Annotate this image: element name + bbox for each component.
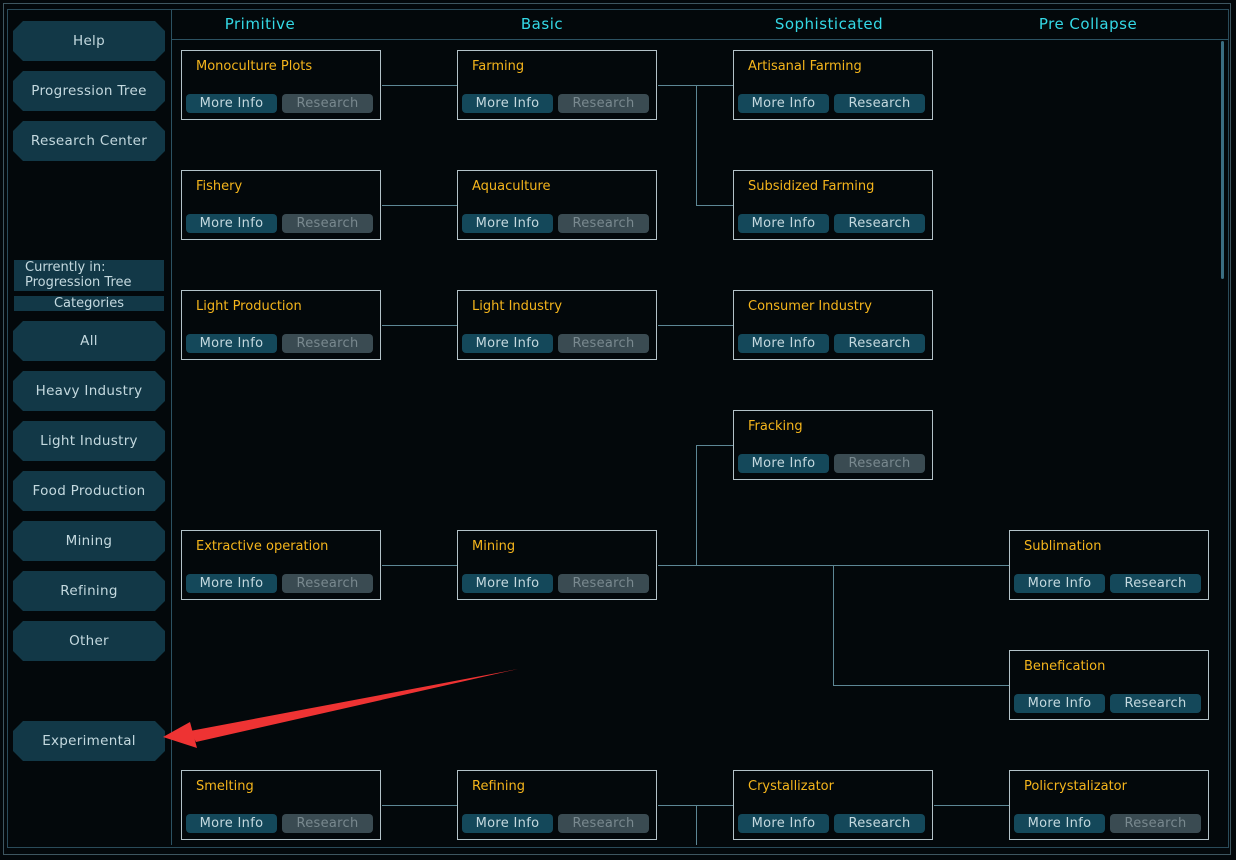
node-title: Sublimation: [1024, 539, 1102, 554]
more-info-button[interactable]: More Info: [186, 214, 277, 233]
tech-node-fishery: Fishery More Info Research: [181, 170, 381, 240]
more-info-button[interactable]: More Info: [462, 214, 553, 233]
node-title: Monoculture Plots: [196, 59, 313, 74]
node-title: Mining: [472, 539, 516, 554]
node-title: Smelting: [196, 779, 254, 794]
column-header-pre-collapse: Pre Collapse: [1038, 15, 1138, 33]
outer-frame: [3, 3, 1231, 855]
research-button[interactable]: Research: [558, 814, 649, 833]
category-other-button[interactable]: Other: [13, 621, 165, 661]
node-title: Benefication: [1024, 659, 1106, 674]
tech-node-extractive-operation: Extractive operation More Info Research: [181, 530, 381, 600]
node-title: Farming: [472, 59, 525, 74]
more-info-button[interactable]: More Info: [186, 94, 277, 113]
category-refining-button[interactable]: Refining: [13, 571, 165, 611]
more-info-button[interactable]: More Info: [186, 574, 277, 593]
more-info-button[interactable]: More Info: [186, 334, 277, 353]
sidebar-divider: [171, 10, 172, 845]
category-light-industry-button[interactable]: Light Industry: [13, 421, 165, 461]
tech-node-benefication: Benefication More Info Research: [1009, 650, 1209, 720]
current-location-label: Currently in:: [25, 260, 106, 275]
research-button[interactable]: Research: [1110, 694, 1201, 713]
column-header-primitive: Primitive: [224, 15, 296, 33]
research-button[interactable]: Research: [282, 214, 373, 233]
node-title: Fishery: [196, 179, 243, 194]
help-button[interactable]: Help: [13, 21, 165, 61]
tree-scrollbar[interactable]: [1221, 41, 1224, 279]
tech-node-crystallizator: Crystallizator More Info Research: [733, 770, 933, 840]
more-info-button[interactable]: More Info: [738, 454, 829, 473]
more-info-button[interactable]: More Info: [1014, 574, 1105, 593]
tech-node-policrystalizator: Policrystalizator More Info Research: [1009, 770, 1209, 840]
node-title: Subsidized Farming: [748, 179, 875, 194]
column-header-sophisticated: Sophisticated: [774, 15, 884, 33]
research-button[interactable]: Research: [834, 814, 925, 833]
current-location-panel: Currently in: Progression Tree: [14, 260, 164, 291]
research-button[interactable]: Research: [834, 94, 925, 113]
research-button[interactable]: Research: [558, 214, 649, 233]
research-button[interactable]: Research: [282, 814, 373, 833]
more-info-button[interactable]: More Info: [462, 334, 553, 353]
more-info-button[interactable]: More Info: [462, 814, 553, 833]
node-title: Light Industry: [472, 299, 563, 314]
progression-tree-button[interactable]: Progression Tree: [13, 71, 165, 111]
research-center-button[interactable]: Research Center: [13, 121, 165, 161]
node-title: Light Production: [196, 299, 302, 314]
more-info-button[interactable]: More Info: [462, 574, 553, 593]
more-info-button[interactable]: More Info: [738, 814, 829, 833]
more-info-button[interactable]: More Info: [738, 334, 829, 353]
research-button[interactable]: Research: [558, 574, 649, 593]
tech-node-monoculture-plots: Monoculture Plots More Info Research: [181, 50, 381, 120]
research-button[interactable]: Research: [282, 94, 373, 113]
node-title: Extractive operation: [196, 539, 329, 554]
category-food-production-button[interactable]: Food Production: [13, 471, 165, 511]
node-title: Crystallizator: [748, 779, 834, 794]
research-button[interactable]: Research: [558, 334, 649, 353]
node-title: Policrystalizator: [1024, 779, 1127, 794]
tech-node-mining: Mining More Info Research: [457, 530, 657, 600]
node-title: Fracking: [748, 419, 803, 434]
research-button[interactable]: Research: [1110, 814, 1201, 833]
tech-node-fracking: Fracking More Info Research: [733, 410, 933, 480]
tech-node-aquaculture: Aquaculture More Info Research: [457, 170, 657, 240]
tech-node-sublimation: Sublimation More Info Research: [1009, 530, 1209, 600]
node-title: Aquaculture: [472, 179, 551, 194]
tech-node-artisanal-farming: Artisanal Farming More Info Research: [733, 50, 933, 120]
research-button[interactable]: Research: [834, 214, 925, 233]
inner-frame: [7, 9, 1229, 848]
tech-node-light-industry: Light Industry More Info Research: [457, 290, 657, 360]
tech-node-refining: Refining More Info Research: [457, 770, 657, 840]
experimental-button[interactable]: Experimental: [13, 721, 165, 761]
more-info-button[interactable]: More Info: [738, 94, 829, 113]
current-location-value: Progression Tree: [25, 274, 132, 290]
more-info-button[interactable]: More Info: [186, 814, 277, 833]
tech-node-light-production: Light Production More Info Research: [181, 290, 381, 360]
research-button[interactable]: Research: [282, 334, 373, 353]
category-mining-button[interactable]: Mining: [13, 521, 165, 561]
column-header-basic: Basic: [520, 15, 564, 33]
research-button[interactable]: Research: [834, 454, 925, 473]
node-title: Consumer Industry: [748, 299, 872, 314]
research-button[interactable]: Research: [834, 334, 925, 353]
category-all-button[interactable]: All: [13, 321, 165, 361]
tech-node-smelting: Smelting More Info Research: [181, 770, 381, 840]
tech-node-consumer-industry: Consumer Industry More Info Research: [733, 290, 933, 360]
tech-node-farming: Farming More Info Research: [457, 50, 657, 120]
tech-node-subsidized-farming: Subsidized Farming More Info Research: [733, 170, 933, 240]
more-info-button[interactable]: More Info: [1014, 694, 1105, 713]
research-button[interactable]: Research: [1110, 574, 1201, 593]
categories-heading: Categories: [14, 296, 164, 311]
node-title: Artisanal Farming: [748, 59, 862, 74]
category-heavy-industry-button[interactable]: Heavy Industry: [13, 371, 165, 411]
research-button[interactable]: Research: [282, 574, 373, 593]
header-divider: [172, 39, 1229, 40]
more-info-button[interactable]: More Info: [462, 94, 553, 113]
node-title: Refining: [472, 779, 525, 794]
more-info-button[interactable]: More Info: [1014, 814, 1105, 833]
more-info-button[interactable]: More Info: [738, 214, 829, 233]
research-button[interactable]: Research: [558, 94, 649, 113]
